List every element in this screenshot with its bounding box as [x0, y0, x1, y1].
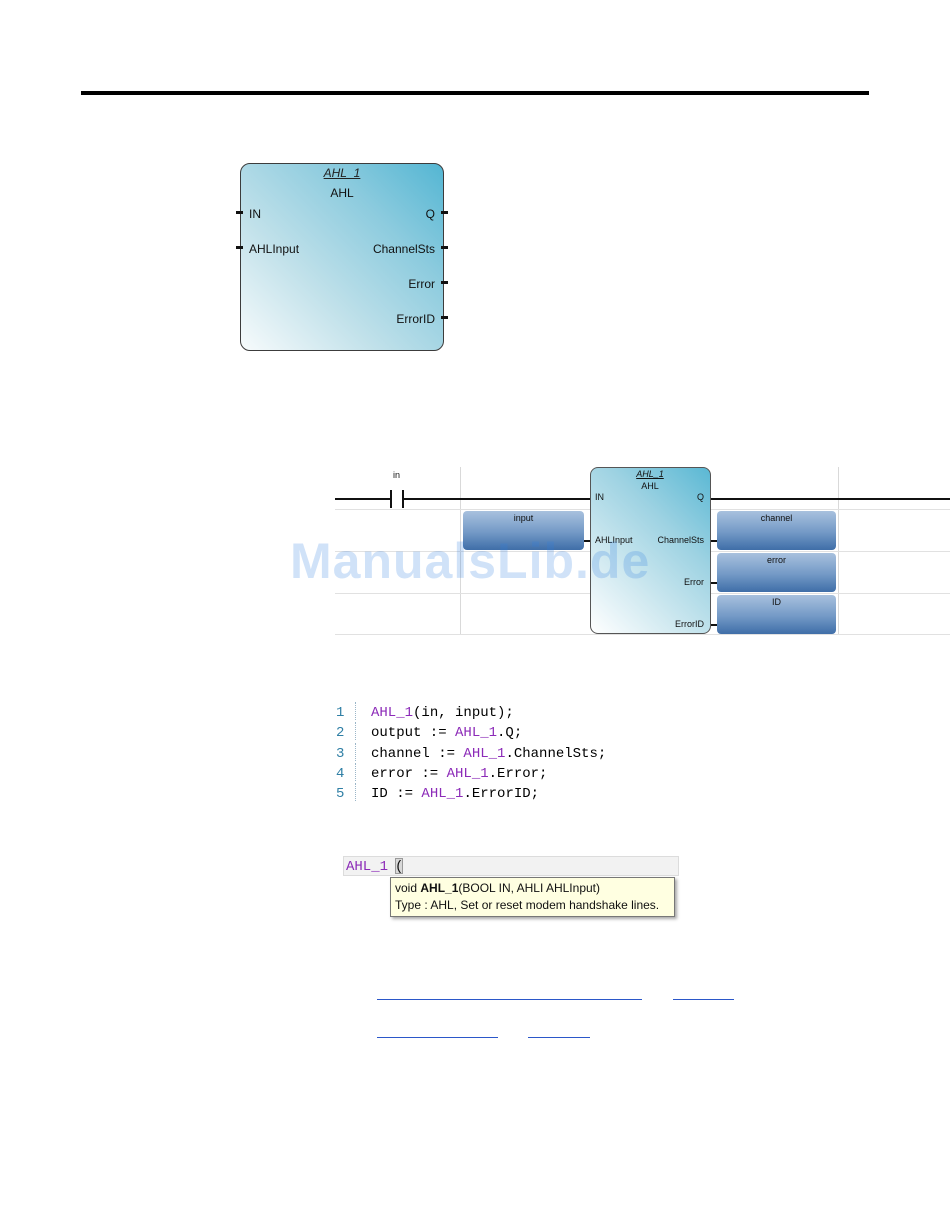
watermark: ManualsLib.de	[290, 533, 651, 589]
line-number: 1	[336, 705, 345, 721]
block-instance-name: AHL_1	[323, 166, 361, 180]
output-variable-error[interactable]: error	[717, 553, 836, 592]
intellisense-tooltip: void AHL_1(BOOL IN, AHLI AHLInput) Type …	[390, 877, 675, 917]
ladder-pin-channelsts: ChannelSts	[657, 535, 704, 545]
contact-label: in	[393, 470, 401, 480]
rung-wire	[335, 498, 390, 500]
connector	[711, 624, 717, 626]
line-number: 3	[336, 745, 345, 762]
contact-bar	[402, 490, 404, 508]
instance-ref: AHL_1	[446, 765, 489, 782]
pin-ahlinput: AHLInput	[249, 242, 300, 256]
instance-ref: AHL_1	[421, 786, 464, 803]
output-variable-id[interactable]: ID	[717, 595, 836, 634]
ladder-pin-ahlinput: AHLInput	[595, 535, 633, 545]
ladder-diagram: in AHL_1 AHL IN AHLInput Q ChannelSts Er…	[335, 467, 950, 635]
pin-stub	[236, 246, 243, 249]
typed-paren: (	[395, 859, 404, 875]
pin-q: Q	[425, 207, 435, 221]
header-rule	[81, 91, 869, 95]
link[interactable]	[377, 999, 642, 1000]
ladder-pin-error: Error	[684, 577, 704, 587]
pin-stub	[441, 281, 448, 284]
tooltip-signature: void AHL_1(BOOL IN, AHLI AHLInput)	[395, 881, 600, 895]
link[interactable]	[377, 1037, 498, 1038]
pin-stub	[441, 316, 448, 319]
typed-instance: AHL_1	[346, 859, 389, 875]
ladder-pin-errorid: ErrorID	[675, 619, 704, 629]
instance-ref: AHL_1	[463, 745, 506, 762]
line-number: 2	[336, 725, 345, 742]
instance-ref: AHL_1	[371, 705, 414, 721]
ladder-instance-name: AHL_1	[636, 469, 664, 479]
rung-wire	[404, 498, 590, 500]
contact-bar	[390, 490, 392, 508]
pin-error: Error	[408, 277, 435, 291]
ladder-pin-in: IN	[595, 492, 604, 502]
output-variable-channel[interactable]: channel	[717, 511, 836, 550]
pin-stub	[441, 246, 448, 249]
ladder-type-name: AHL	[641, 481, 659, 491]
connector	[584, 540, 590, 542]
rung-wire	[711, 498, 950, 500]
connector	[711, 540, 717, 542]
input-variable[interactable]: input	[463, 511, 584, 550]
line-number: 5	[336, 786, 345, 803]
block-type-name: AHL	[330, 186, 354, 200]
code-editor-line[interactable]: AHL_1 (	[343, 856, 679, 876]
pin-in: IN	[249, 207, 261, 221]
ladder-function-block: AHL_1 AHL IN AHLInput Q ChannelSts Error…	[590, 467, 711, 634]
pin-channelsts: ChannelSts	[372, 242, 435, 256]
pin-stub	[441, 211, 448, 214]
connector	[711, 582, 717, 584]
grid-line	[335, 634, 950, 635]
link[interactable]	[673, 999, 734, 1000]
text-caret	[395, 858, 403, 874]
pin-stub	[236, 211, 243, 214]
instance-ref: AHL_1	[455, 725, 498, 742]
link[interactable]	[528, 1037, 590, 1038]
ladder-pin-q: Q	[696, 492, 704, 502]
function-block: AHL_1 AHL IN AHLInput Q ChannelSts Error…	[240, 163, 444, 351]
tooltip-description: Type : AHL, Set or reset modem handshake…	[395, 898, 660, 912]
line-number: 4	[336, 765, 345, 782]
pin-errorid: ErrorID	[396, 312, 435, 326]
